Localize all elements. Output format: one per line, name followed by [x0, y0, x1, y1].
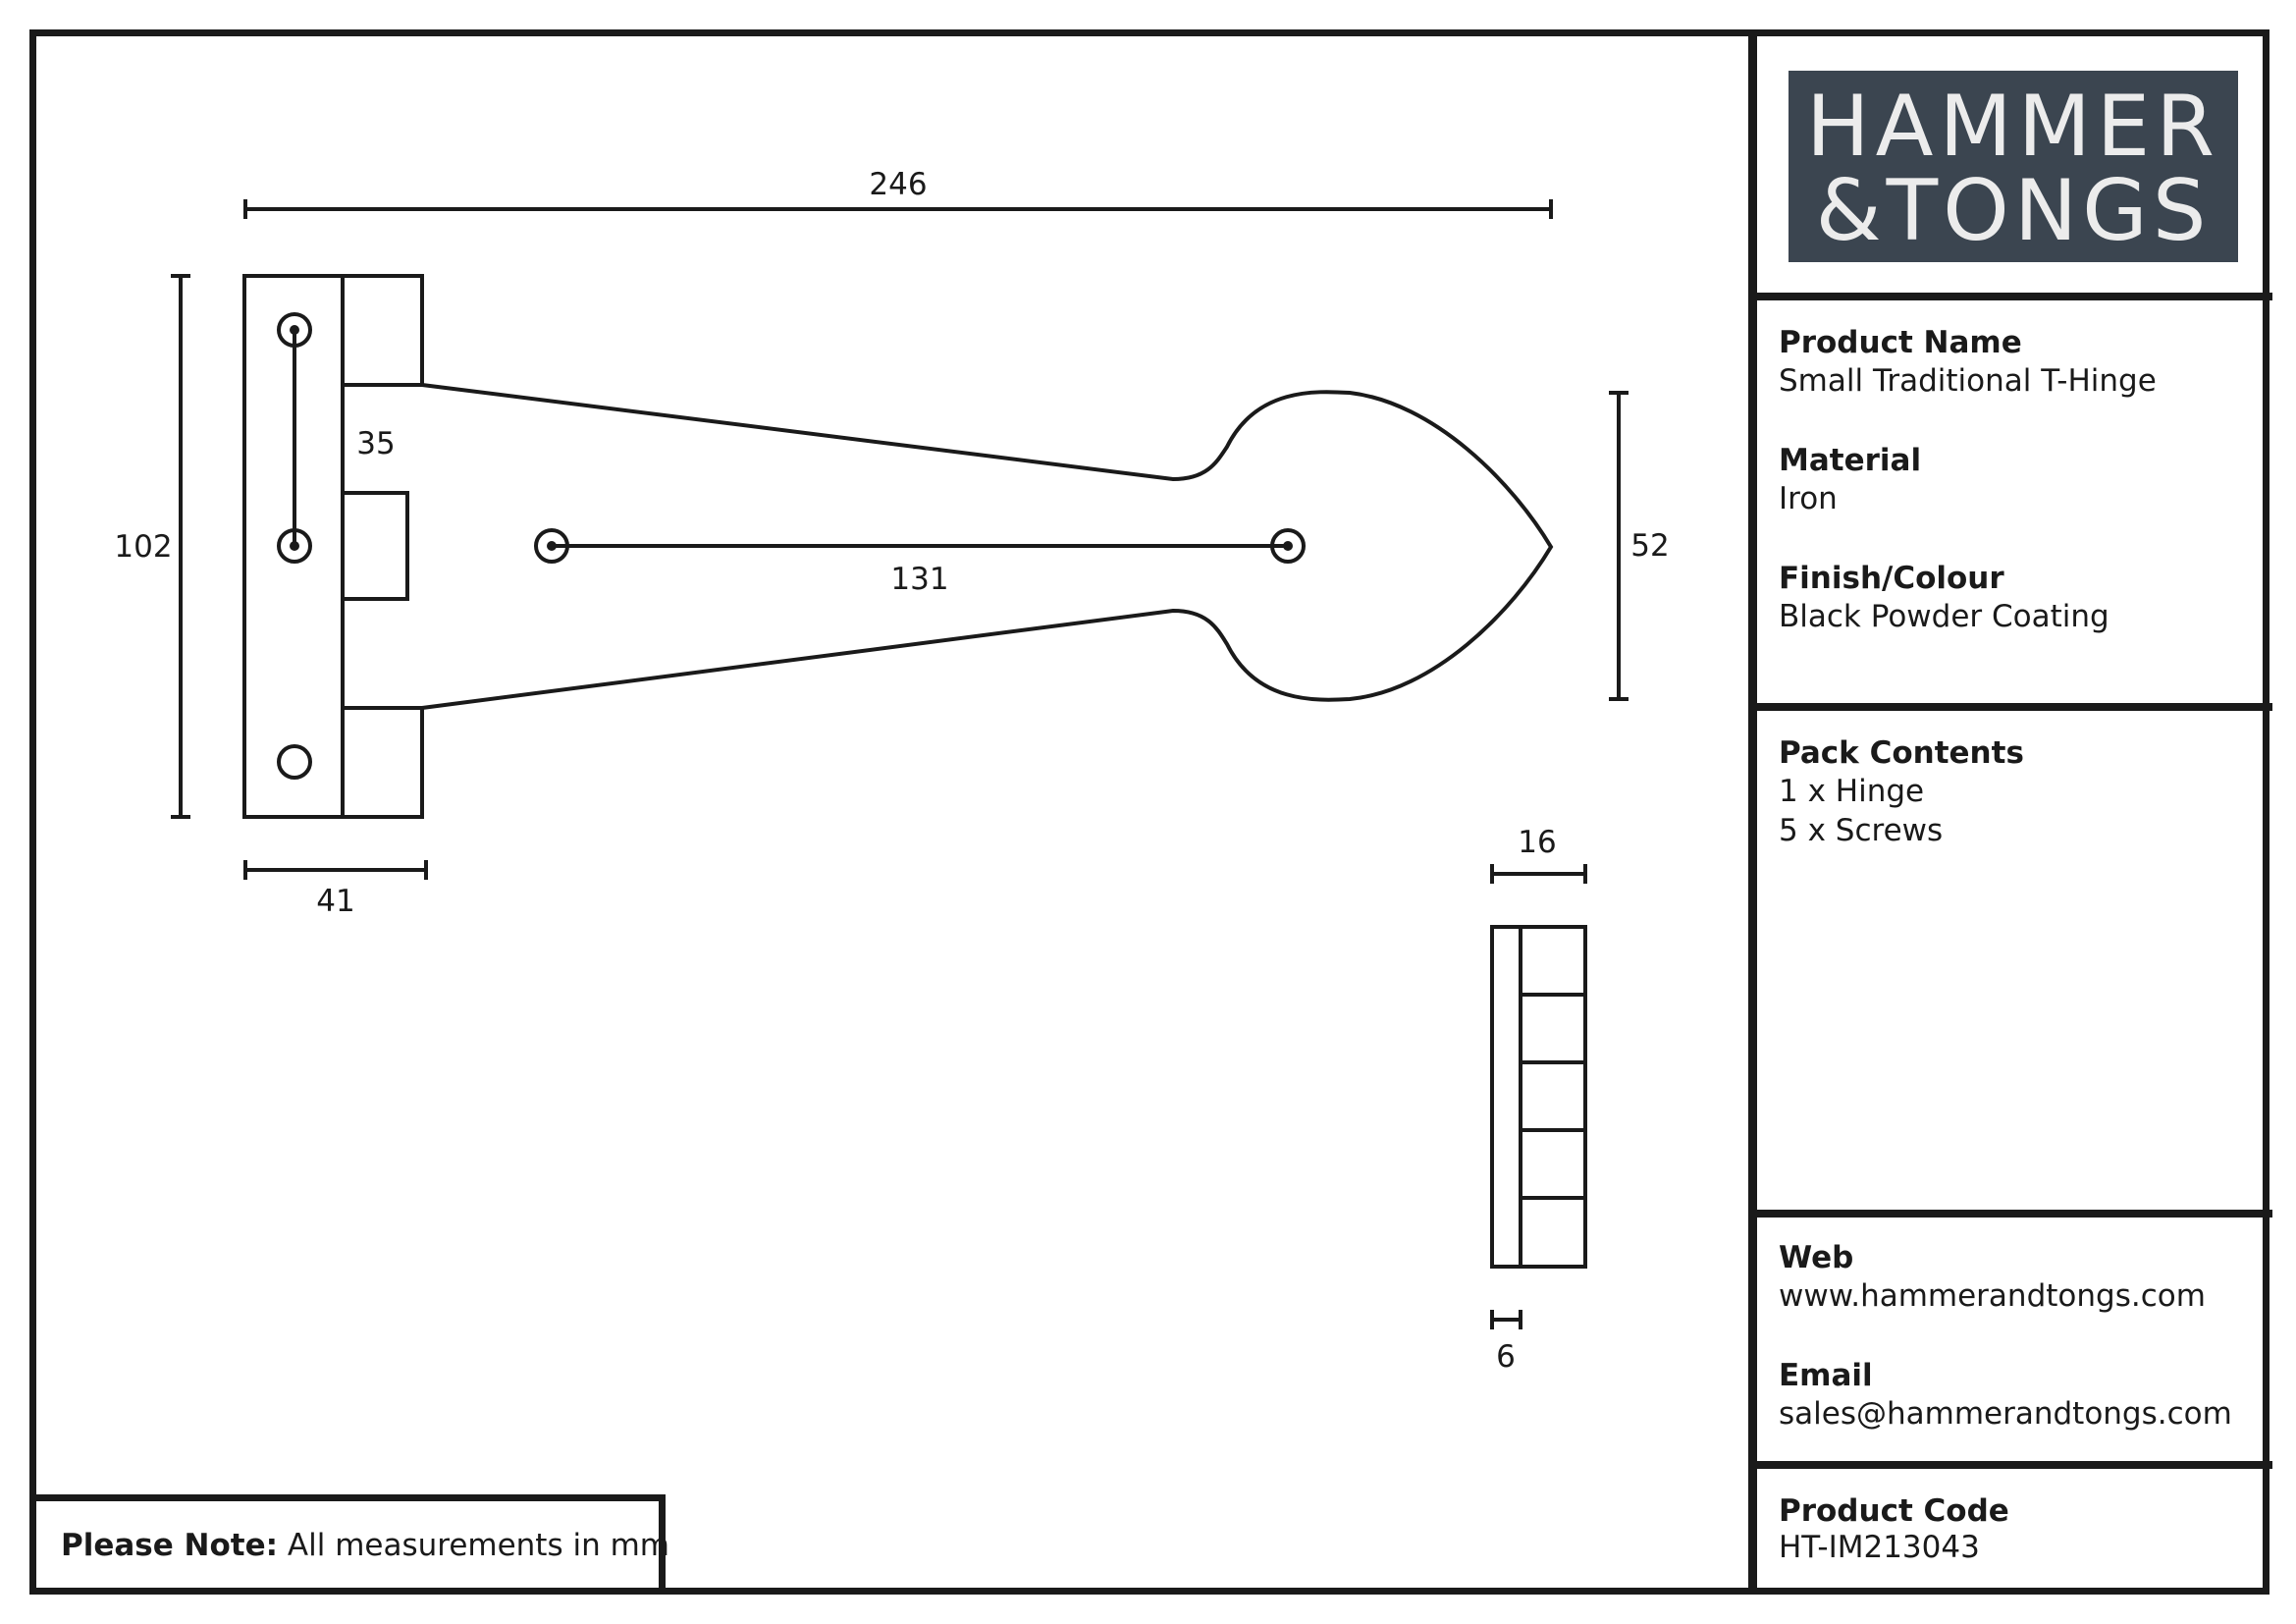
product-name-value: Small Traditional T-Hinge: [1779, 363, 2157, 399]
finish-value: Black Powder Coating: [1779, 599, 2109, 634]
contact-panel: [1757, 1210, 2272, 1463]
material-value: Iron: [1779, 481, 1838, 516]
dim-label-strap-width: 35: [356, 426, 395, 461]
dim-label-plate-width: 41: [316, 884, 354, 919]
hinge-knuckle-top: [343, 274, 424, 387]
pack-item: 1 x Hinge: [1779, 774, 1925, 809]
material-label: Material: [1779, 443, 1922, 478]
dim-label-side-width: 16: [1518, 825, 1556, 860]
dim-label-height: 102: [114, 529, 172, 565]
email-label: Email: [1779, 1358, 1873, 1393]
note-box: [29, 1494, 666, 1595]
email-value: sales@hammerandtongs.com: [1779, 1396, 2232, 1432]
title-block-divider: [1748, 29, 1757, 1595]
logo-line-1: HAMMER: [1806, 78, 2220, 176]
brand-logo: HAMMER &TONGS: [1789, 71, 2238, 262]
hinge-strap: [421, 383, 1554, 710]
product-name-label: Product Name: [1779, 325, 2022, 360]
dim-label-thickness: 6: [1496, 1339, 1516, 1375]
pack-item: 5 x Screws: [1779, 813, 1944, 848]
measurement-note: Please Note: All measurements in mm: [61, 1526, 669, 1565]
side-view-outline: [1490, 925, 1587, 1269]
note-text: All measurements in mm: [287, 1528, 669, 1563]
pack-contents-panel: [1757, 703, 2272, 1212]
hinge-knuckle-bottom: [343, 706, 424, 819]
logo-line-2: &TONGS: [1815, 162, 2212, 260]
note-label: Please Note:: [61, 1528, 279, 1563]
dim-label-overall-length: 246: [869, 167, 927, 202]
product-code-label: Product Code: [1779, 1493, 2009, 1529]
dim-label-tip-height: 52: [1630, 528, 1669, 564]
web-value: www.hammerandtongs.com: [1779, 1278, 2206, 1314]
hinge-knuckle-middle: [341, 491, 409, 601]
finish-label: Finish/Colour: [1779, 561, 2004, 596]
pack-contents-label: Pack Contents: [1779, 735, 2024, 771]
dim-label-hole-spacing: 131: [890, 562, 948, 597]
web-label: Web: [1779, 1240, 1854, 1275]
product-code-value: HT-IM213043: [1779, 1530, 1980, 1565]
drawing-frame: [29, 29, 2269, 1595]
product-code-panel: [1757, 1461, 2272, 1595]
screw-hole-bottom: [277, 744, 312, 780]
product-info-panel: [1757, 293, 2272, 705]
